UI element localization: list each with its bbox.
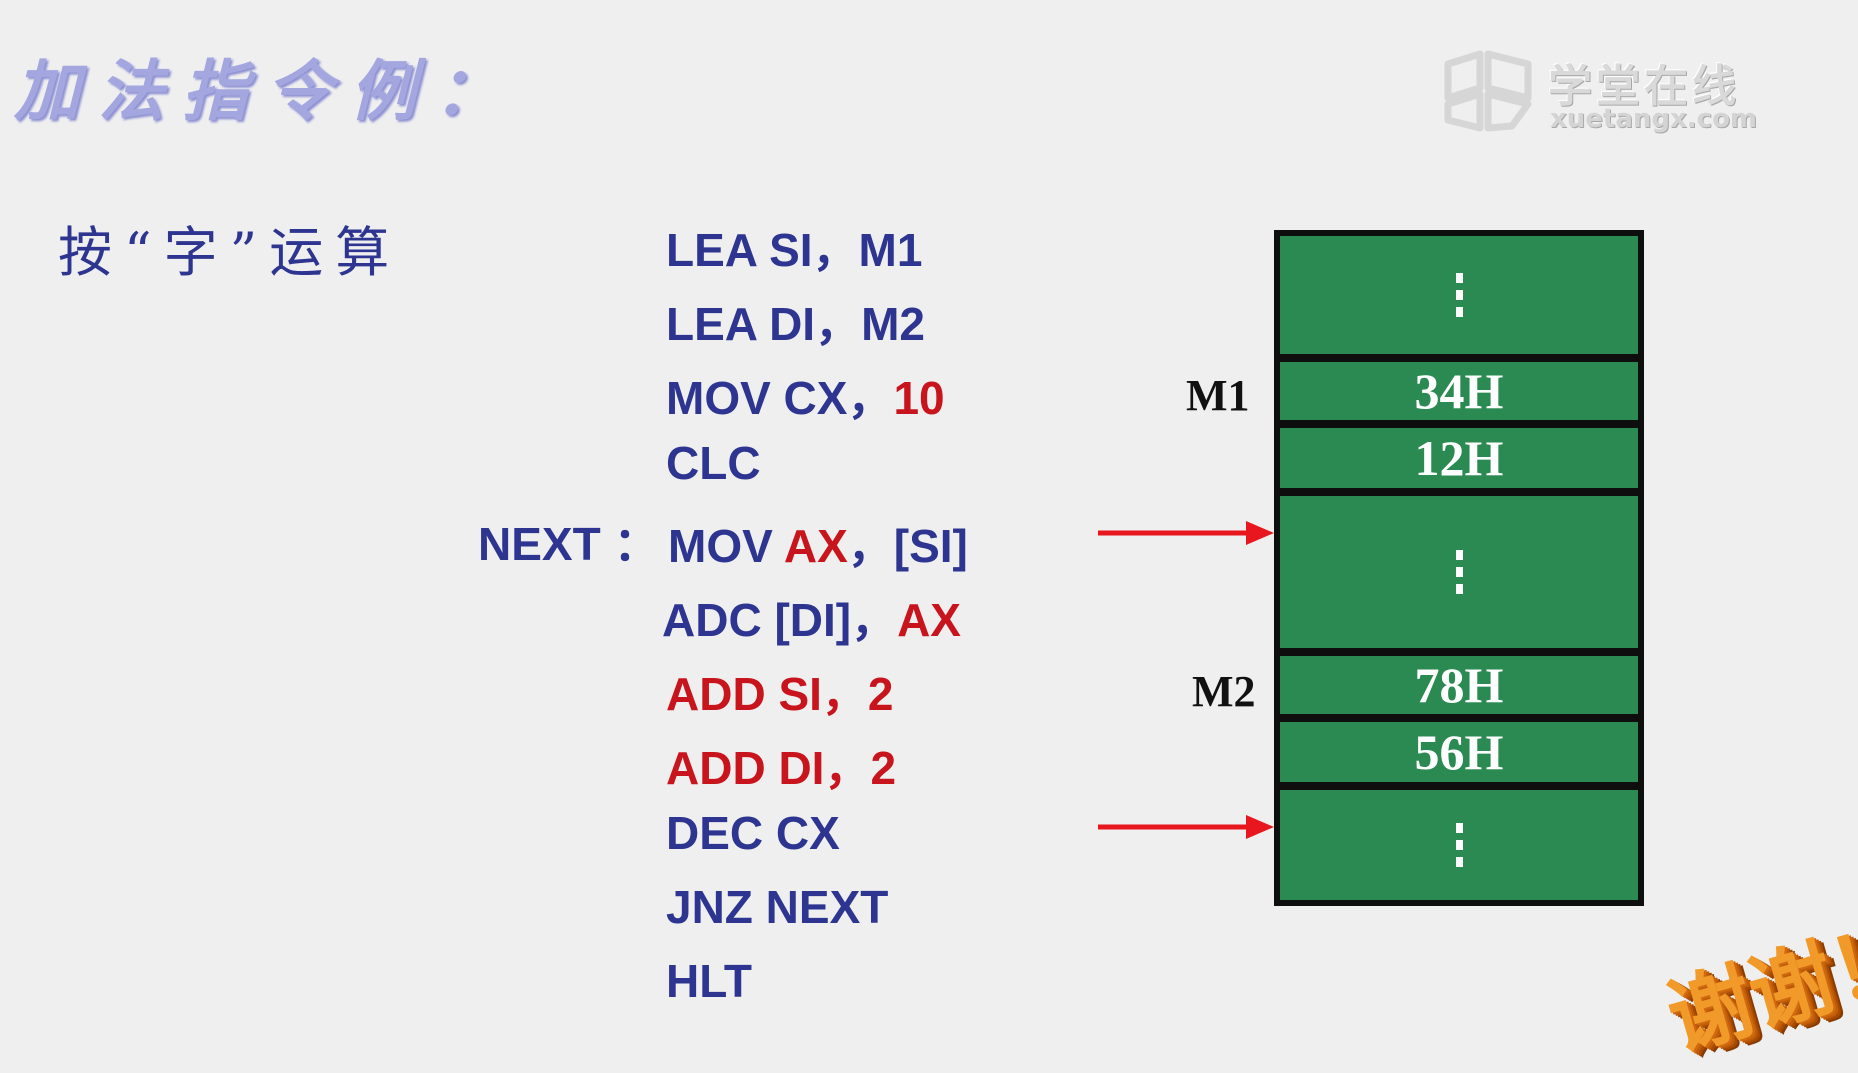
code-line: MOV CX，10	[666, 362, 945, 428]
memory-diagram: 34H 12H 78H 56H	[1274, 230, 1644, 906]
memory-label-m2: M2	[1192, 667, 1256, 716]
pointer-arrow-icon	[1098, 815, 1274, 839]
code-token: ADD SI，2	[666, 668, 894, 720]
code-line: ADD SI，2	[666, 658, 893, 724]
loop-label-next: NEXT ：	[478, 518, 660, 570]
code-token: MOV	[668, 520, 784, 572]
code-line: JNZ NEXT	[666, 880, 888, 934]
code-token: AX	[783, 520, 848, 572]
code-token: CLC	[666, 437, 761, 489]
code-token: ADD DI，2	[666, 742, 897, 794]
memory-cell-ellipsis	[1280, 236, 1638, 354]
vertical-ellipsis-icon	[1455, 823, 1463, 867]
code-token: ，[SI]	[847, 520, 968, 572]
code-token: MOV CX，	[666, 372, 894, 424]
logo-name: 学堂在线	[1548, 61, 1740, 112]
book-logo-icon	[1444, 50, 1532, 132]
code-token: ADC [DI]，	[662, 594, 898, 646]
code-line: ADC [DI]，AX	[662, 584, 961, 650]
code-token: LEA SI，M1	[666, 224, 923, 276]
code-line: LEA DI，M2	[666, 288, 925, 354]
code-token: 10	[893, 372, 945, 424]
memory-label-m1: M1	[1186, 371, 1250, 420]
code-token: LEA DI，M2	[666, 298, 925, 350]
logo-domain: xuetangx.com	[1550, 104, 1758, 134]
code-line: HLT	[666, 954, 752, 1008]
thanks-sticker: 谢谢！	[1656, 903, 1858, 1069]
memory-cell-m2-low: 78H	[1280, 656, 1638, 714]
code-line: MOV AX，[SI]	[668, 510, 968, 576]
memory-cell-ellipsis	[1280, 496, 1638, 648]
code-token: DEC CX	[666, 807, 840, 859]
memory-cell-m2-high: 56H	[1280, 722, 1638, 782]
slide-subtitle: 按“字”运算	[58, 221, 402, 284]
pointer-arrow-icon	[1098, 521, 1274, 545]
memory-cell-m1-low: 34H	[1280, 362, 1638, 420]
memory-cell-ellipsis	[1280, 790, 1638, 900]
memory-cell-m1-high: 12H	[1280, 428, 1638, 488]
code-token: HLT	[666, 955, 753, 1007]
slide-title: 加法指令例：	[14, 52, 518, 130]
code-line: LEA SI，M1	[666, 214, 922, 280]
code-token: AX	[897, 594, 961, 646]
code-line: ADD DI，2	[666, 732, 896, 798]
xuetangx-logo: 学堂在线 xuetangx.com	[1440, 48, 1760, 140]
code-token: JNZ NEXT	[666, 881, 889, 933]
code-line: DEC CX	[666, 806, 840, 860]
vertical-ellipsis-icon	[1455, 550, 1463, 594]
code-line: CLC	[666, 436, 761, 490]
vertical-ellipsis-icon	[1455, 273, 1463, 317]
